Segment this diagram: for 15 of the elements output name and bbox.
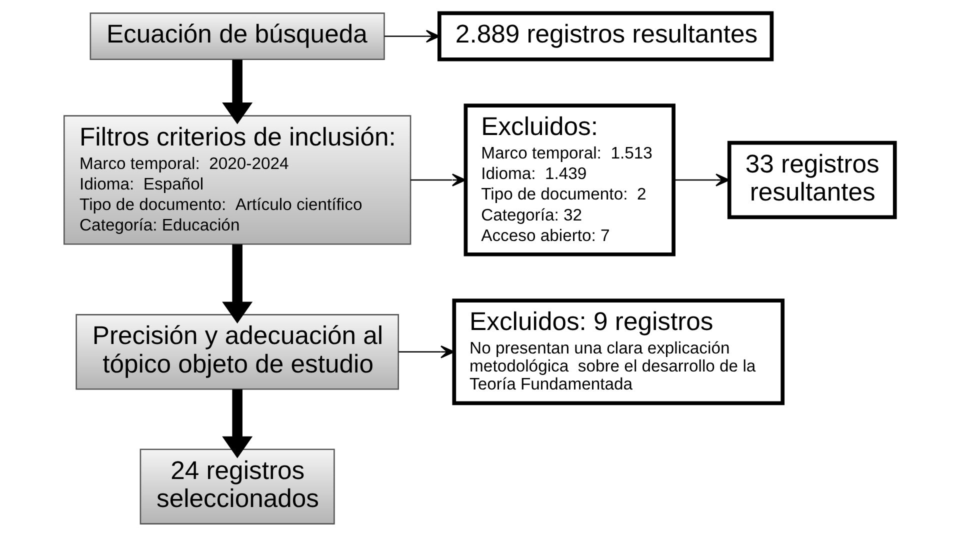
node-box: Filtros criterios de inclusión: Marco temporal: 2020-2024 Idioma: Español Tipo de documento: Artículo científico Categoría: Educación xyxy=(62,115,411,245)
arrow xyxy=(398,345,454,358)
node-box: Excluidos: 9 registros No presentan una clara explicación metodológica sobre el desarrollo de la Teoría Fundamentada xyxy=(452,298,784,406)
arrow xyxy=(410,174,466,186)
arrow xyxy=(384,30,440,43)
node-box: 33 registros resultantes xyxy=(726,140,896,220)
arrow xyxy=(222,60,252,124)
node-box: Ecuación de búsqueda xyxy=(89,12,384,60)
arrow xyxy=(222,244,252,324)
node-box: 2.889 registros resultantes xyxy=(436,11,774,62)
node-box: Precisión y adecuación al tópico objeto de estudio xyxy=(75,314,398,390)
node-box: Excluidos: Marco temporal: 1.513 Idioma: 1.439 Tipo de documento: 2 Categoría: 32 Acceso abierto: 7 xyxy=(463,104,675,256)
node-box: 24 registros seleccionados xyxy=(139,448,334,524)
arrow xyxy=(673,174,730,186)
arrow xyxy=(222,389,252,458)
